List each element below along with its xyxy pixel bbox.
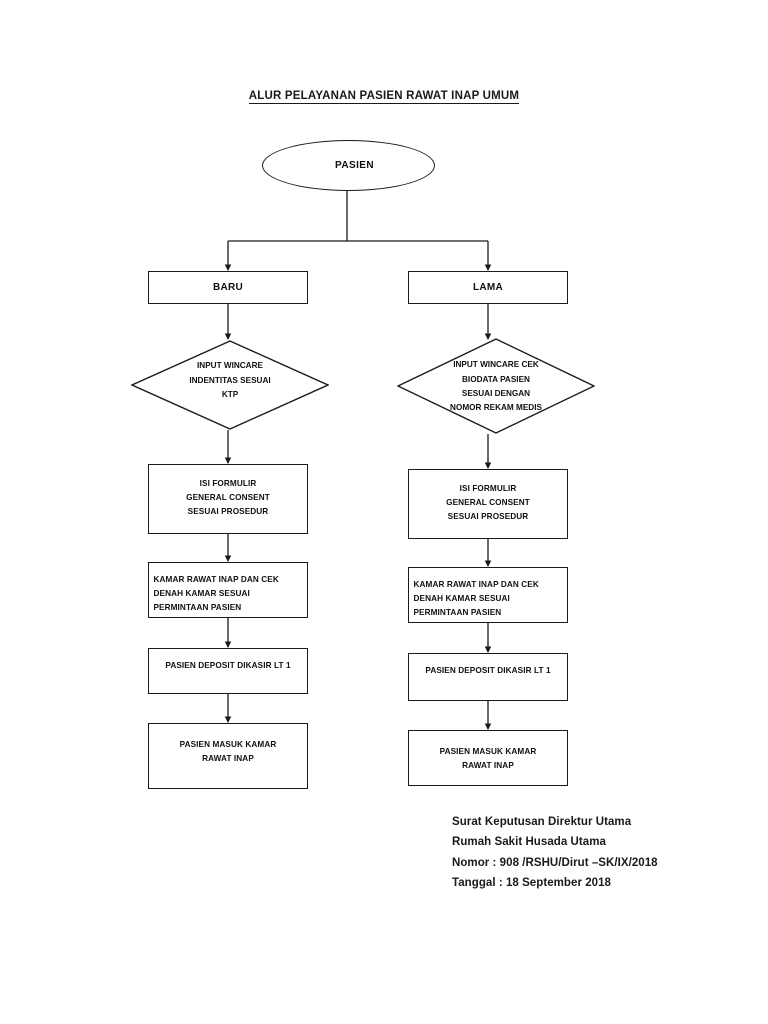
admit-right-line-1: PASIEN MASUK KAMAR [439, 747, 537, 756]
node-form-left-text: ISI FORMULIR GENERAL CONSENT SESUAI PROS… [149, 477, 307, 519]
node-branch-baru-label: BARU [212, 281, 244, 293]
node-deposit-left-text: PASIEN DEPOSIT DIKASIR LT 1 [149, 659, 307, 673]
decision-left-line-3: KTP [221, 390, 239, 400]
form-right-line-2: GENERAL CONSENT [446, 498, 530, 508]
admit-right-line-2: RAWAT INAP [462, 761, 514, 771]
room-right-line-3: PERMINTAAN PASIEN [413, 608, 502, 618]
admit-left-line-2: RAWAT INAP [202, 754, 254, 764]
node-start-pasien[interactable]: PASIEN [262, 140, 435, 191]
node-start-label: PASIEN [335, 160, 374, 171]
admit-left-line-1: PASIEN MASUK KAMAR [179, 740, 277, 749]
footer-line-3: Nomor : 908 /RSHU/Dirut –SK/IX/2018 [452, 856, 658, 869]
form-right-line-1: ISI FORMULIR [459, 484, 517, 493]
node-deposit-right[interactable]: PASIEN DEPOSIT DIKASIR LT 1 [408, 653, 568, 701]
room-left-line-3: PERMINTAAN PASIEN [153, 603, 242, 613]
node-deposit-left[interactable]: PASIEN DEPOSIT DIKASIR LT 1 [148, 648, 308, 694]
node-branch-lama-label: LAMA [472, 281, 504, 293]
form-right-line-3: SESUAI PROSEDUR [447, 512, 529, 522]
node-deposit-right-text: PASIEN DEPOSIT DIKASIR LT 1 [409, 664, 567, 678]
diamond-shape-right [397, 338, 595, 434]
page-title-text: ALUR PELAYANAN PASIEN RAWAT INAP UMUM [248, 90, 520, 104]
decision-right-line-2: BIODATA PASIEN [462, 374, 530, 384]
node-admit-left[interactable]: PASIEN MASUK KAMAR RAWAT INAP [148, 723, 308, 789]
page-title: ALUR PELAYANAN PASIEN RAWAT INAP UMUM [0, 90, 768, 104]
room-right-line-2: DENAH KAMAR SESUAI [413, 594, 510, 604]
decision-right-line-4: NOMOR REKAM MEDIS [450, 403, 542, 413]
node-form-right[interactable]: ISI FORMULIR GENERAL CONSENT SESUAI PROS… [408, 469, 568, 539]
decision-right-line-1: INPUT WINCARE CEK [453, 360, 539, 370]
node-branch-baru[interactable]: BARU [148, 271, 308, 304]
room-right-line-1: KAMAR RAWAT INAP DAN CEK [413, 580, 539, 589]
form-left-line-3: SESUAI PROSEDUR [187, 507, 269, 517]
node-admit-right[interactable]: PASIEN MASUK KAMAR RAWAT INAP [408, 730, 568, 786]
deposit-left-line-1: PASIEN DEPOSIT DIKASIR LT 1 [165, 661, 291, 670]
decision-left-line-2: INDENTITAS SESUAI [189, 375, 271, 385]
node-room-left[interactable]: KAMAR RAWAT INAP DAN CEK DENAH KAMAR SES… [148, 562, 308, 618]
node-room-right-text: KAMAR RAWAT INAP DAN CEK DENAH KAMAR SES… [405, 578, 572, 620]
form-left-line-2: GENERAL CONSENT [186, 493, 270, 503]
node-decision-right[interactable]: INPUT WINCARE CEK BIODATA PASIEN SESUAI … [397, 338, 595, 434]
form-left-line-1: ISI FORMULIR [199, 479, 257, 488]
node-decision-left-text: INPUT WINCARE INDENTITAS SESUAI KTP [189, 359, 270, 402]
node-branch-lama[interactable]: LAMA [408, 271, 568, 304]
node-form-right-text: ISI FORMULIR GENERAL CONSENT SESUAI PROS… [409, 482, 567, 524]
footer-line-4: Tanggal : 18 September 2018 [452, 877, 612, 890]
room-left-line-2: DENAH KAMAR SESUAI [153, 589, 250, 599]
footer-line-2: Rumah Sakit Husada Utama [452, 836, 606, 849]
diamond-shape-left [131, 340, 329, 430]
node-form-left[interactable]: ISI FORMULIR GENERAL CONSENT SESUAI PROS… [148, 464, 308, 534]
node-admit-right-text: PASIEN MASUK KAMAR RAWAT INAP [409, 745, 567, 773]
node-room-left-text: KAMAR RAWAT INAP DAN CEK DENAH KAMAR SES… [145, 573, 312, 615]
footer-line-1: Surat Keputusan Direktur Utama [452, 816, 632, 828]
decision-right-line-3: SESUAI DENGAN [461, 389, 531, 398]
node-decision-right-text: INPUT WINCARE CEK BIODATA PASIEN SESUAI … [450, 358, 542, 415]
node-decision-left[interactable]: INPUT WINCARE INDENTITAS SESUAI KTP [131, 340, 329, 430]
decision-left-line-1: INPUT WINCARE [197, 361, 263, 371]
node-admit-left-text: PASIEN MASUK KAMAR RAWAT INAP [149, 738, 307, 766]
decree-footer: Surat Keputusan Direktur Utama Rumah Sak… [452, 812, 658, 894]
node-room-right[interactable]: KAMAR RAWAT INAP DAN CEK DENAH KAMAR SES… [408, 567, 568, 623]
room-left-line-1: KAMAR RAWAT INAP DAN CEK [153, 575, 279, 584]
deposit-right-line-1: PASIEN DEPOSIT DIKASIR LT 1 [425, 666, 551, 675]
